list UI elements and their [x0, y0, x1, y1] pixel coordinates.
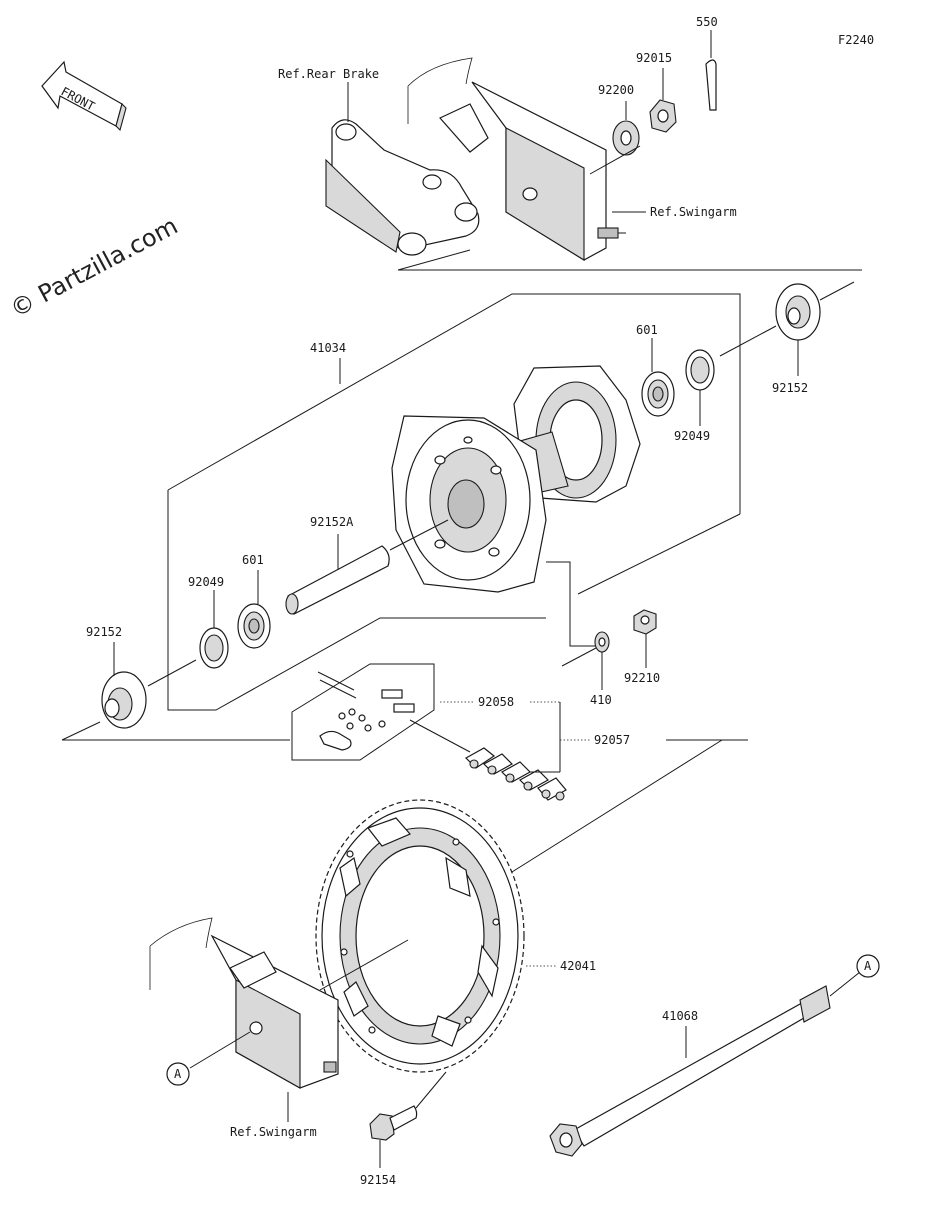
ref-swingarm-bottom-label: Ref.Swingarm: [230, 1125, 317, 1139]
nut-92210: [633, 609, 657, 635]
axle-41068: [549, 985, 831, 1157]
ref-swingarm-top-label: Ref.Swingarm: [650, 205, 737, 219]
label-92154: 92154: [360, 1173, 396, 1187]
callout-a-top-label: A: [864, 959, 872, 973]
label-92049-left: 92049: [188, 575, 224, 589]
rear-wheel-hub: [391, 365, 641, 593]
label-92152-left: 92152: [86, 625, 122, 639]
washer-410: [594, 631, 610, 653]
cotter-pin-550: [705, 59, 717, 111]
label-92200: 92200: [598, 83, 634, 97]
seal-92049-left: [199, 627, 229, 669]
label-92058: 92058: [478, 695, 514, 709]
washer-92200: [612, 120, 640, 156]
collar-92152A: [285, 545, 390, 615]
bearing-601-left: [237, 603, 271, 649]
ref-rear-brake-label: Ref.Rear Brake: [278, 67, 379, 81]
front-arrow-icon: FRONT: [41, 60, 127, 132]
label-92152-right: 92152: [772, 381, 808, 395]
label-410: 410: [590, 693, 612, 707]
callout-a-bottom-label: A: [174, 1067, 182, 1081]
rear-sprocket-42041: [315, 799, 525, 1073]
label-41068: 41068: [662, 1009, 698, 1023]
swingarm-end-top: [407, 57, 626, 261]
label-41034: 41034: [310, 341, 346, 355]
label-550: 550: [696, 15, 718, 29]
label-92210: 92210: [624, 671, 660, 685]
label-92015: 92015: [636, 51, 672, 65]
label-92152A: 92152A: [310, 515, 354, 529]
bolt-92154: [369, 1105, 418, 1141]
label-601-left: 601: [242, 553, 264, 567]
label-42041: 42041: [560, 959, 596, 973]
collar-92152-right: [775, 283, 821, 341]
nut-92015: [649, 99, 677, 133]
collar-92152-left: [101, 671, 147, 729]
seal-92049-right: [685, 349, 715, 391]
chain-joint-92058: [291, 663, 435, 761]
watermark: © Partzilla.com: [6, 212, 183, 324]
label-92049-right: 92049: [674, 429, 710, 443]
bearing-601-right: [641, 371, 675, 417]
callout-a-bottom: [166, 1062, 190, 1086]
label-601-right: 601: [636, 323, 658, 337]
rear-brake-bracket: [325, 119, 480, 256]
swingarm-end-bottom: [149, 917, 339, 1089]
figure-code: F2240: [838, 33, 874, 47]
callout-a-top: [856, 954, 880, 978]
label-92057: 92057: [594, 733, 630, 747]
drive-chain-92057: [409, 719, 567, 801]
